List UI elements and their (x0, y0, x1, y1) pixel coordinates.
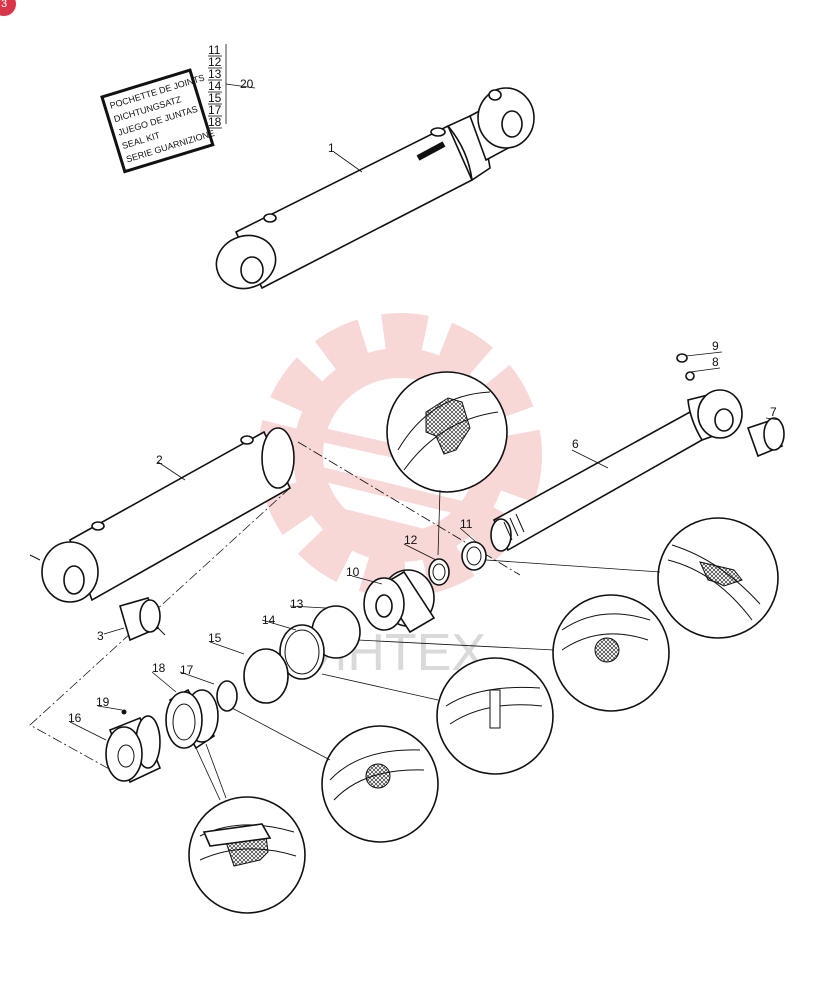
cylinder-assembly (215, 87, 535, 290)
part-label-13: 13 (290, 597, 304, 611)
part-label-9: 9 (712, 339, 719, 353)
part-label-10: 10 (346, 565, 360, 579)
o-ring-17 (216, 680, 238, 712)
detail-rod-seal (485, 517, 779, 639)
part-label-6: 6 (572, 437, 579, 451)
grease-nipple (676, 353, 695, 381)
bushing-left (119, 597, 166, 642)
o-ring-15 (243, 648, 289, 704)
kit-item-12: 12 (208, 55, 222, 69)
kit-item-15: 15 (208, 91, 222, 105)
kit-items-list: 11 12 13 14 15 17 18 20 (208, 43, 256, 129)
piston-rod (490, 389, 743, 552)
part-label-19: 19 (96, 695, 110, 709)
kit-item-13: 13 (208, 67, 222, 81)
piston (165, 688, 219, 750)
part-label-15: 15 (208, 631, 222, 645)
bushing-right (746, 417, 785, 458)
part-label-12: 12 (404, 533, 418, 547)
part-label-17: 17 (180, 663, 194, 677)
cylinder-barrel (29, 427, 295, 603)
kit-item-11: 11 (208, 43, 221, 57)
part-label-18: 18 (152, 661, 166, 675)
detail-o-ring-13 (357, 594, 670, 712)
page-badge: 3 (0, 0, 16, 16)
part-label-1: 1 (328, 141, 335, 155)
kit-item-18: 18 (208, 115, 222, 129)
backup-ring-14 (279, 624, 325, 680)
seal-kit-card: POCHETTE DE JOINTS DICHTUNGSATZ JUEGO DE… (100, 68, 216, 174)
part-label-14: 14 (262, 613, 276, 627)
part-label-16: 16 (68, 711, 82, 725)
piston-nut (105, 709, 162, 784)
part-label-8: 8 (712, 355, 719, 369)
detail-wiper-seal (386, 371, 508, 556)
alignment-line (29, 441, 521, 776)
kit-number: 20 (240, 77, 254, 91)
kit-item-14: 14 (208, 79, 222, 93)
kit-item-17: 17 (208, 103, 222, 117)
wiper-seal (461, 541, 487, 571)
detail-o-ring-15 (231, 707, 439, 843)
part-label-2: 2 (156, 453, 163, 467)
detail-piston-seal (188, 743, 306, 914)
detail-backup-ring (321, 657, 554, 775)
part-label-3: 3 (97, 629, 104, 643)
rod-seal (428, 558, 450, 586)
part-label-7: 7 (770, 405, 777, 419)
part-label-11: 11 (460, 517, 473, 531)
gland-nut (363, 569, 436, 634)
